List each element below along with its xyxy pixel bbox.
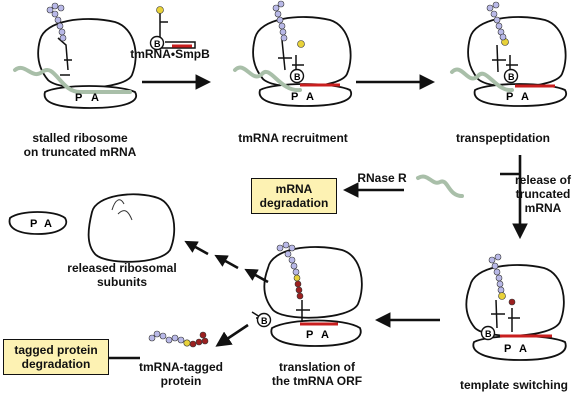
svg-text:P: P <box>291 91 298 103</box>
label-released-ribosomal-subunits: released ribosomal subunits <box>67 261 177 289</box>
released-truncated-mrna <box>416 174 464 198</box>
svg-text:A: A <box>91 92 99 104</box>
template-switching-ribosome: B P A <box>465 253 567 361</box>
svg-text:A: A <box>519 343 527 355</box>
svg-text:A: A <box>321 329 329 341</box>
label-stalled-ribosome: stalled ribosome on truncated mRNA <box>23 131 137 159</box>
recruitment-ribosome: B P A <box>233 0 353 107</box>
svg-text:A: A <box>521 91 529 103</box>
label-translation-tmrna-orf: translation of the tmRNA ORF <box>271 360 363 388</box>
svg-text:B: B <box>485 329 492 339</box>
label-tmrna-tagged-protein: tmRNA-tagged protein <box>139 360 223 388</box>
svg-text:P: P <box>75 92 82 104</box>
label-tmrna-recruitment: tmRNA recruitment <box>238 131 348 145</box>
svg-text:P: P <box>306 329 313 341</box>
nascent-peptide-chain <box>46 2 67 42</box>
svg-text:B: B <box>508 72 515 82</box>
dashed-arrows-to-released-subunits <box>184 240 269 284</box>
svg-text:A: A <box>44 218 52 230</box>
label-rnase-r: RNase R <box>357 171 407 185</box>
label-template-switching: template switching <box>459 378 569 392</box>
label-tmrna-smpb: tmRNA•SmpB <box>130 47 210 61</box>
svg-text:P: P <box>506 91 513 103</box>
arrow-to-tagged-protein <box>215 323 249 347</box>
label-transpeptidation: transpeptidation <box>455 131 550 145</box>
transpeptidation-ribosome: B P A <box>450 1 568 107</box>
tmrna-tagged-protein <box>148 330 209 348</box>
svg-text:B: B <box>294 72 301 82</box>
stalled-ribosome: P A <box>13 2 138 109</box>
box-mrna-degradation: mRNA degradation <box>251 178 337 214</box>
svg-text:B: B <box>261 316 268 326</box>
tmrna-smpb-complex: B <box>149 6 196 51</box>
translation-ribosome: B P A <box>251 241 363 347</box>
svg-text:A: A <box>306 91 314 103</box>
svg-text:P: P <box>30 218 37 230</box>
released-ribosomal-subunits: P A <box>8 193 176 263</box>
svg-text:B: B <box>154 39 161 49</box>
label-release-truncated-mrna: release of truncated mRNA <box>514 173 572 215</box>
box-tagged-protein-degradation: tagged protein degradation <box>3 339 109 375</box>
svg-text:P: P <box>504 343 511 355</box>
